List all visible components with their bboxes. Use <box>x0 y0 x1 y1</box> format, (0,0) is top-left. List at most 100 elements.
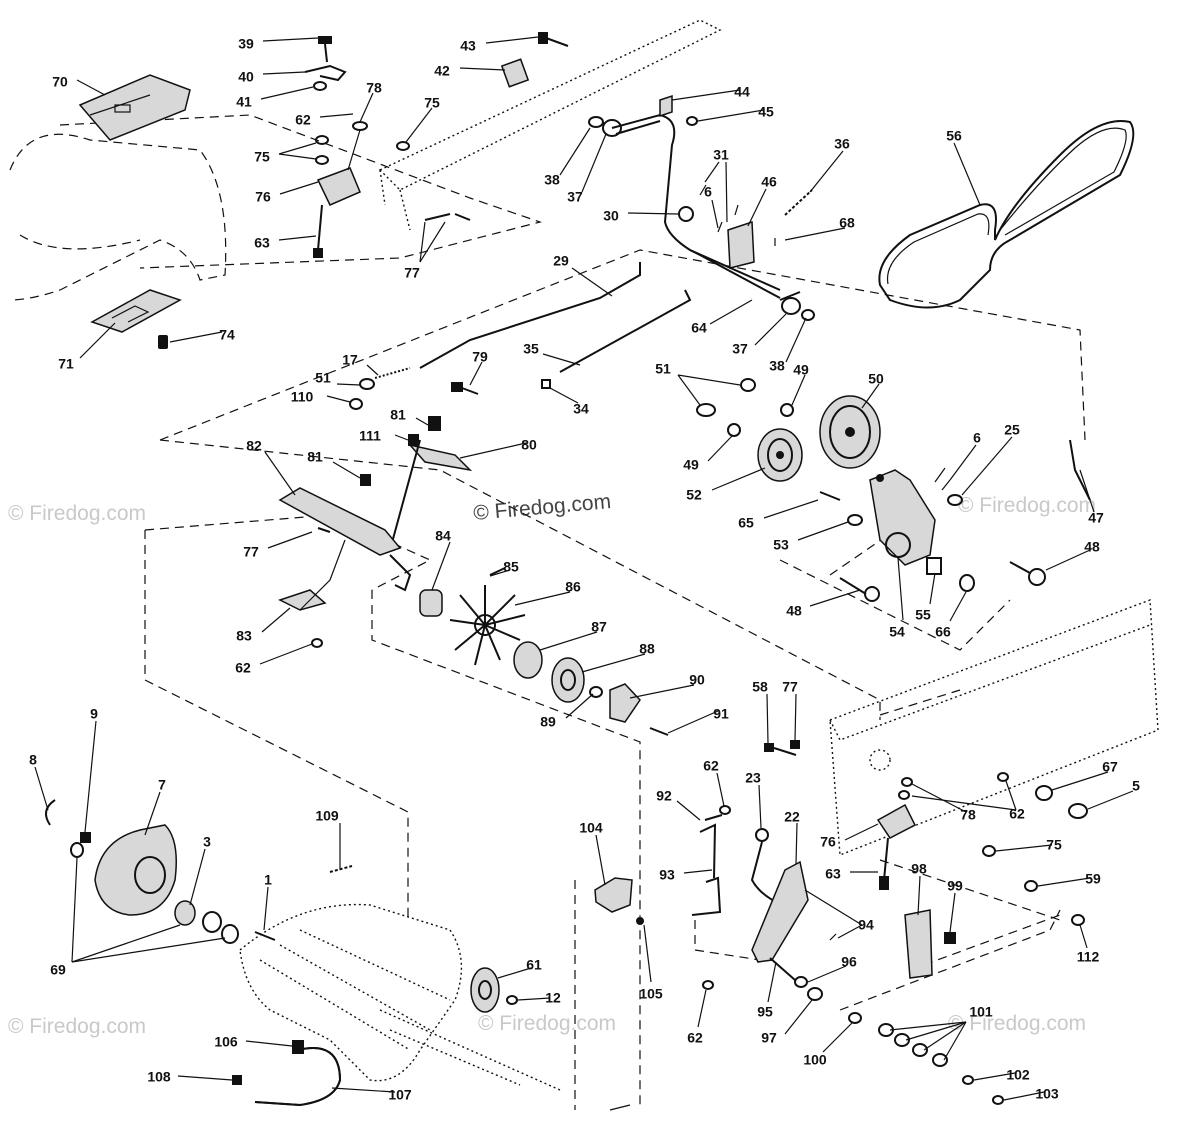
callout-label-62: 62 <box>687 1030 703 1046</box>
callout-label-96: 96 <box>841 954 857 970</box>
callout-label-48: 48 <box>1084 539 1100 555</box>
callout-label-36: 36 <box>834 136 850 152</box>
callout-label-6: 6 <box>704 184 712 200</box>
callout-label-7: 7 <box>158 777 166 793</box>
callout-label-92: 92 <box>656 788 672 804</box>
callout-label-63: 63 <box>825 866 841 882</box>
callout-label-111: 111 <box>359 428 381 444</box>
callout-label-1: 1 <box>264 872 272 888</box>
callout-label-5: 5 <box>1132 778 1140 794</box>
callout-label-76: 76 <box>820 834 836 850</box>
callout-label-47: 47 <box>1088 510 1104 526</box>
callout-label-55: 55 <box>915 607 931 623</box>
callout-label-105: 105 <box>639 986 663 1002</box>
callout-label-48: 48 <box>786 603 802 619</box>
fan-86 <box>449 585 526 666</box>
callout-label-30: 30 <box>603 208 619 224</box>
callout-label-3: 3 <box>203 834 211 850</box>
callout-label-29: 29 <box>553 253 569 269</box>
callout-label-75: 75 <box>424 95 440 111</box>
callout-label-40: 40 <box>238 69 254 85</box>
hood-fender-assembly <box>9 74 227 349</box>
callout-label-76: 76 <box>255 189 271 205</box>
callout-label-78: 78 <box>366 80 382 96</box>
fan-clutch-assembly <box>419 567 669 736</box>
callout-label-104: 104 <box>579 820 603 836</box>
callout-label-34: 34 <box>573 401 589 417</box>
callout-label-108: 108 <box>147 1069 171 1085</box>
callout-label-38: 38 <box>769 358 785 374</box>
callout-label-95: 95 <box>757 1004 773 1020</box>
callout-label-61: 61 <box>526 957 542 973</box>
callout-label-83: 83 <box>236 628 252 644</box>
callout-label-50: 50 <box>868 371 884 387</box>
callout-label-46: 46 <box>761 174 777 190</box>
bracket-76-lower <box>876 803 1038 892</box>
callout-label-49: 49 <box>683 457 699 473</box>
callout-label-51: 51 <box>315 370 331 386</box>
callout-label-25: 25 <box>1004 422 1020 438</box>
idler-pulleys <box>696 378 881 482</box>
callout-label-8: 8 <box>29 752 37 768</box>
callout-label-75: 75 <box>254 149 270 165</box>
callout-label-85: 85 <box>503 559 519 575</box>
callout-label-87: 87 <box>591 619 607 635</box>
callout-label-74: 74 <box>219 327 235 343</box>
frame-rail-lower <box>764 599 1159 856</box>
callout-label-69: 69 <box>50 962 66 978</box>
callout-label-23: 23 <box>745 770 761 786</box>
callout-label-9: 9 <box>90 706 98 722</box>
callout-label-51: 51 <box>655 361 671 377</box>
callout-label-109: 109 <box>315 808 339 824</box>
callout-label-91: 91 <box>713 706 729 722</box>
callout-label-112: 112 <box>1077 949 1100 965</box>
callout-label-64: 64 <box>691 320 707 336</box>
callout-label-81: 81 <box>390 407 406 423</box>
callout-label-98: 98 <box>911 861 927 877</box>
callout-label-54: 54 <box>889 624 905 640</box>
watermark-left-top: © Firedog.com <box>8 502 146 525</box>
control-rods <box>349 262 692 410</box>
callout-label-94: 94 <box>858 917 874 933</box>
callout-label-35: 35 <box>523 341 539 357</box>
callout-label-102: 102 <box>1006 1067 1030 1083</box>
callout-label-49: 49 <box>793 362 809 378</box>
callout-label-62: 62 <box>295 112 311 128</box>
callout-label-77: 77 <box>243 544 259 560</box>
watermarks: © Firedog.com © Firedog.com © Firedog.co… <box>8 490 1096 1038</box>
callout-label-75: 75 <box>1046 837 1062 853</box>
callout-label-62: 62 <box>703 758 719 774</box>
callout-label-37: 37 <box>567 189 583 205</box>
callout-label-31: 31 <box>713 147 729 163</box>
callout-label-82: 82 <box>246 438 262 454</box>
callout-label-17: 17 <box>342 352 358 368</box>
callout-label-66: 66 <box>935 624 951 640</box>
callout-label-77: 77 <box>782 679 798 695</box>
watermark-left-bottom: © Firedog.com <box>8 1015 146 1038</box>
leader-lines <box>34 36 1134 1101</box>
callout-label-77: 77 <box>404 265 420 281</box>
watermark-center-bottom: © Firedog.com <box>478 1012 616 1035</box>
callout-label-53: 53 <box>773 537 789 553</box>
callout-label-6: 6 <box>973 430 981 446</box>
callout-label-103: 103 <box>1035 1086 1059 1102</box>
callout-label-39: 39 <box>238 36 254 52</box>
callout-label-67: 67 <box>1102 759 1118 775</box>
watermark-center: © Firedog.com <box>472 490 612 525</box>
callout-label-90: 90 <box>689 672 705 688</box>
upper-bolts <box>304 32 569 91</box>
callout-label-110: 110 <box>291 389 314 405</box>
callout-label-63: 63 <box>254 235 270 251</box>
frame-rail-upper <box>378 19 722 231</box>
callout-label-43: 43 <box>460 38 476 54</box>
callout-label-45: 45 <box>758 104 774 120</box>
callout-label-79: 79 <box>472 349 488 365</box>
callout-label-58: 58 <box>752 679 768 695</box>
watermark-right-bottom: © Firedog.com <box>948 1012 1086 1035</box>
lift-link-and-lever <box>691 805 837 1001</box>
hose-107 <box>232 1040 342 1107</box>
callout-label-37: 37 <box>732 341 748 357</box>
callout-label-78: 78 <box>960 807 976 823</box>
